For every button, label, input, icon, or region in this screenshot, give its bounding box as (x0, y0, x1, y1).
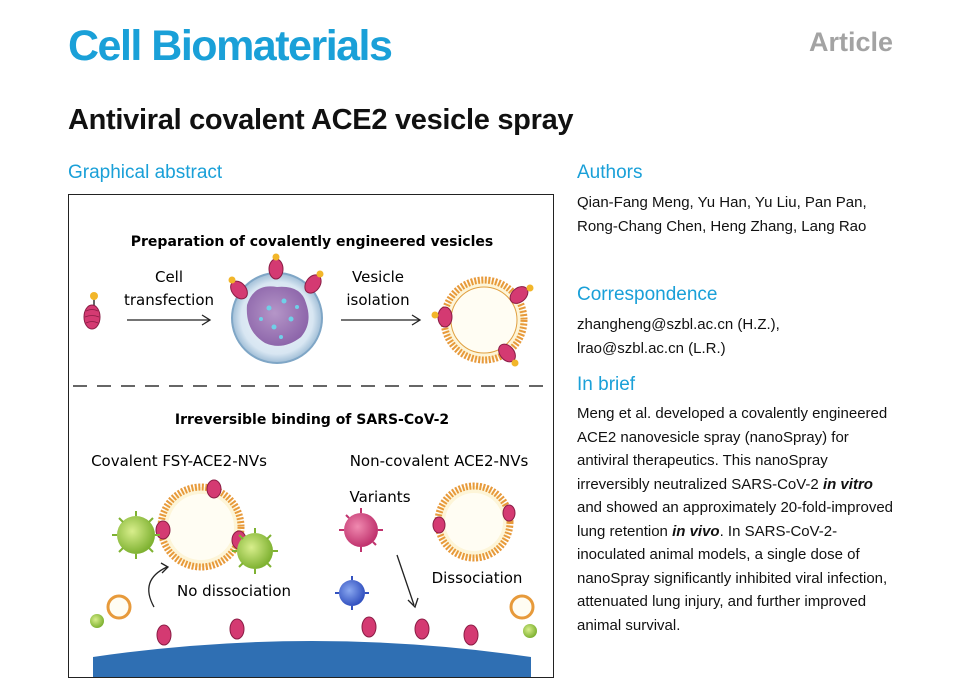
no-dissociation-arrow (148, 566, 168, 608)
bound-virus-right-icon (232, 528, 278, 574)
in-brief-text: Meng et al. developed a covalently engin… (577, 402, 902, 637)
authors-list: Qian-Fang Meng, Yu Han, Yu Liu, Pan Pan,… (577, 194, 867, 235)
noncovalent-vesicle-icon (432, 482, 516, 562)
no-dissociation-label: No dissociation (177, 582, 291, 600)
step1-label-line1: Cell (155, 268, 183, 286)
no-dissociation-arrowhead (160, 562, 170, 574)
step2-label-line1: Vesicle (352, 268, 404, 286)
panel1-title: Preparation of covalently engineered ves… (131, 234, 493, 250)
engineered-vesicle-icon (431, 276, 534, 367)
correspondence-heading: Correspondence (577, 284, 718, 305)
in-brief-emphasis-2: in vivo (672, 522, 720, 540)
journal-name: Cell Biomaterials (68, 22, 393, 70)
in-brief-heading: In brief (577, 374, 636, 395)
in-brief-part-2: and showed an approximately 20-fold-impr… (577, 499, 894, 540)
variant-virus-blue-icon (335, 576, 369, 610)
correspondence-emails: zhangheng@szbl.ac.cn (H.Z.), lrao@szbl.a… (577, 313, 907, 360)
small-vesicle-right-icon (509, 594, 537, 638)
bound-virus-left-icon (112, 511, 160, 559)
ace2-receptor-icon (83, 292, 101, 330)
donor-cell-icon (228, 253, 324, 364)
correspondence-email-2[interactable]: lrao@szbl.ac.cn (L.R.) (577, 339, 726, 357)
variant-virus-pink-icon (339, 508, 383, 552)
in-brief-part-1: Meng et al. developed a covalently engin… (577, 405, 888, 493)
cell-surface (93, 641, 531, 677)
covalent-vesicle-icon (155, 479, 247, 571)
graphical-abstract-heading: Graphical abstract (68, 162, 223, 183)
in-brief-emphasis-1: in vitro (822, 475, 873, 493)
arrow-transfection (127, 314, 212, 326)
noncovalent-label: Non-covalent ACE2-NVs (350, 452, 529, 470)
authors-heading: Authors (577, 162, 643, 183)
arrow-isolation (341, 314, 422, 326)
correspondence-email-1[interactable]: zhangheng@szbl.ac.cn (H.Z.), (577, 316, 780, 333)
graphical-abstract-illustration: Preparation of covalently engineered ves… (73, 234, 551, 677)
dissociation-arrowhead (407, 597, 419, 609)
article-type-label: Article (808, 27, 893, 57)
dissociation-arrow (396, 554, 415, 606)
surface-receptors (156, 616, 479, 646)
panel2-title: Irreversible binding of SARS-CoV-2 (175, 412, 449, 428)
small-vesicle-left-icon (90, 594, 132, 628)
graphical-abstract-figure: Preparation of covalently engineered ves… (68, 194, 554, 678)
step2-label-line2: isolation (346, 291, 409, 309)
in-brief-part-3: . In SARS-CoV-2-inoculated animal models… (577, 522, 888, 634)
variants-label: Variants (349, 488, 410, 506)
article-title: Antiviral covalent ACE2 vesicle spray (68, 104, 574, 136)
dissociation-label: Dissociation (432, 569, 523, 587)
covalent-label: Covalent FSY-ACE2-NVs (91, 452, 267, 470)
step1-label-line2: transfection (124, 291, 214, 309)
